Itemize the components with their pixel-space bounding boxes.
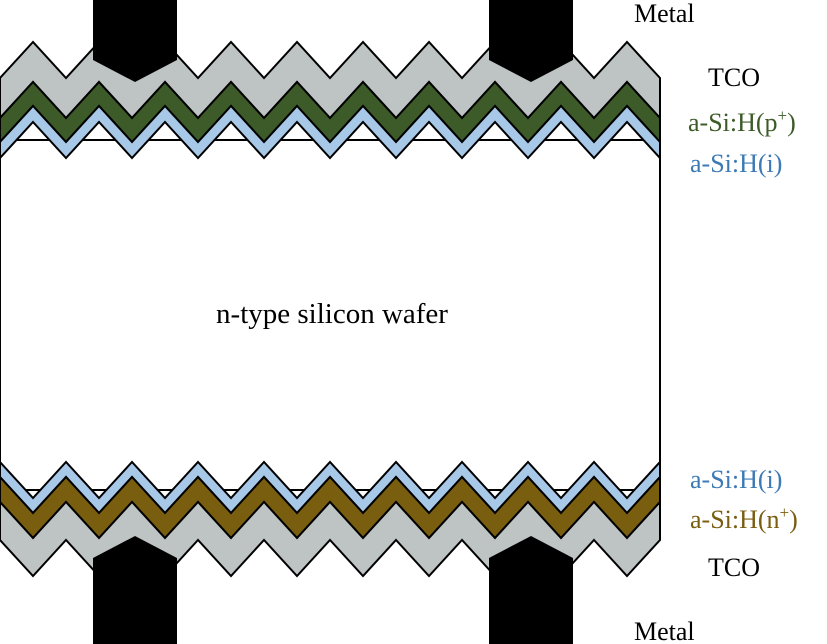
i-bottom-label: a-Si:H(i) (690, 465, 782, 494)
tco-top-label: TCO (708, 63, 760, 92)
metal-tip-top-right (489, 0, 573, 82)
i-layer-top (0, 104, 661, 161)
metal-tip-bottom-left (93, 536, 177, 644)
n-layer-label: a-Si:H(n+) (690, 503, 798, 534)
metal-tip-bottom-right (489, 536, 573, 644)
n-layer-label-base: a-Si:H(n (690, 505, 780, 534)
n-layer-label-close: ) (789, 505, 798, 534)
metal-bottom-label: Metal (634, 617, 695, 644)
i-top-label: a-Si:H(i) (690, 149, 782, 178)
tco-bottom-label: TCO (708, 553, 760, 582)
wafer-label: n-type silicon wafer (216, 298, 448, 330)
p-layer-label-close: ) (787, 108, 796, 137)
silicon-wafer (0, 139, 661, 491)
p-layer-label-base: a-Si:H(p (688, 108, 778, 137)
n-layer-label-sup: + (780, 503, 790, 522)
metal-top-label: Metal (634, 0, 695, 28)
metal-tip-top-left (93, 0, 177, 82)
p-layer-label-sup: + (778, 106, 788, 125)
p-layer-label: a-Si:H(p+) (688, 106, 796, 137)
